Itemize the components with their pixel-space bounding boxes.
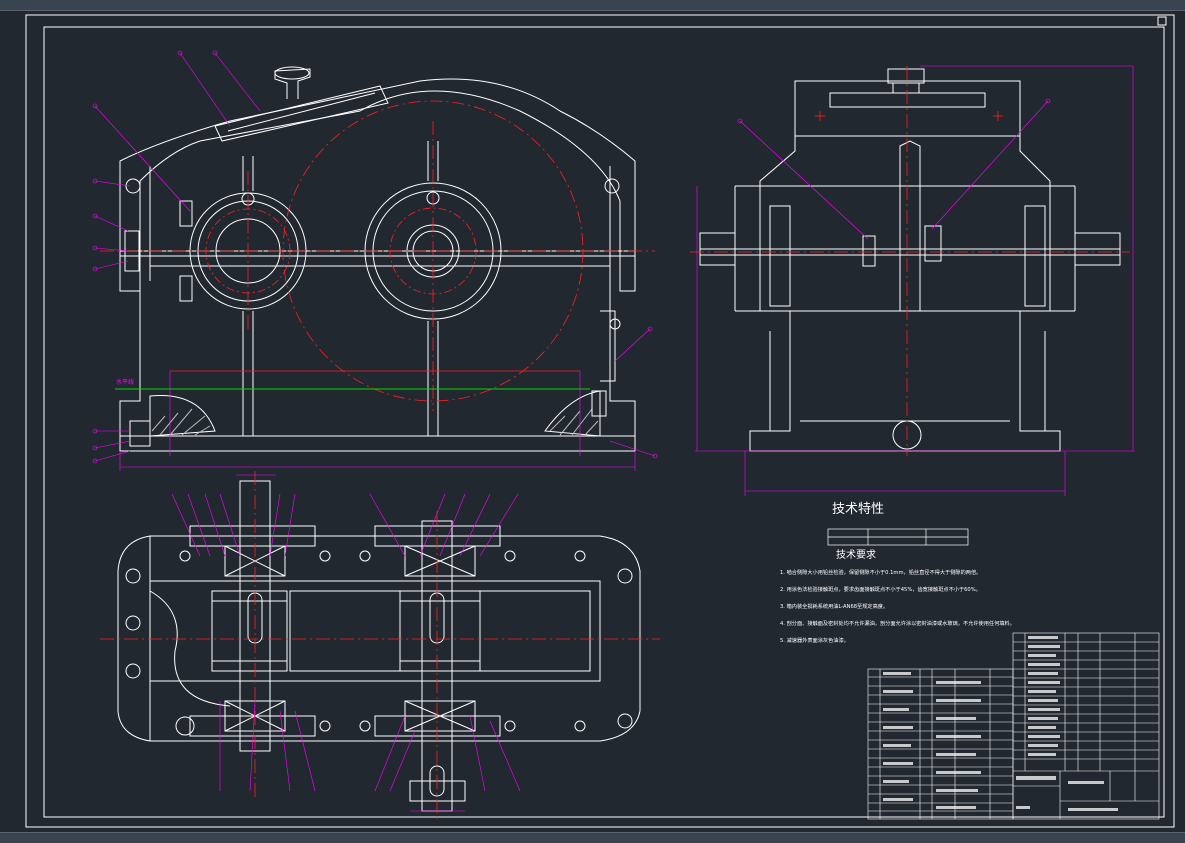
corner-mark	[1157, 16, 1167, 26]
front-view-centerlines	[100, 100, 655, 411]
side-view-dimensions	[695, 65, 1135, 496]
requirements-title: 技术要求	[836, 548, 876, 561]
side-view	[699, 68, 1121, 452]
requirements-list: 1. 啮合侧隙大小用铅丝检验，保留侧隙不小于0.1mm，铅丝直径不得大于侧隙的两…	[780, 568, 1015, 644]
side-view-centerlines	[690, 66, 1130, 456]
requirement-2: 2. 用涂色法检验接触斑点，要求齿面接触斑点不小于45%，齿宽接触斑点不小于60…	[780, 585, 981, 593]
parts-list-table	[867, 632, 1160, 820]
characteristics-title: 技术特性	[832, 502, 884, 517]
drawing-border-outer	[25, 14, 1175, 828]
requirement-1: 1. 啮合侧隙大小用铅丝检验，保留侧隙不小于0.1mm，铅丝直径不得大于侧隙的两…	[780, 568, 981, 576]
front-view	[119, 66, 636, 452]
top-view-leaders	[171, 474, 521, 812]
window-title-bar	[0, 0, 1185, 11]
characteristics-table	[827, 528, 969, 546]
top-view-centerlines	[100, 471, 660, 821]
requirement-3: 3. 箱内装全损耗系统用油L-AN68至规定高度。	[780, 602, 888, 610]
front-view-dimensions	[92, 50, 658, 471]
oil-level-label: 水平线	[116, 378, 134, 386]
requirement-5: 5. 减速器外表面涂灰色油漆。	[780, 636, 849, 644]
parts-list-text-marks	[883, 636, 1118, 811]
cad-drawing-canvas[interactable]: 水平线	[0, 11, 1185, 831]
requirement-4: 4. 剖分面、接触面及密封处均不允许漏油，剖分面允许涂以密封油漆或水玻璃，不允许…	[780, 619, 1015, 627]
drawing-border-inner	[43, 26, 1165, 818]
top-view	[117, 480, 641, 812]
status-bar	[0, 832, 1185, 843]
